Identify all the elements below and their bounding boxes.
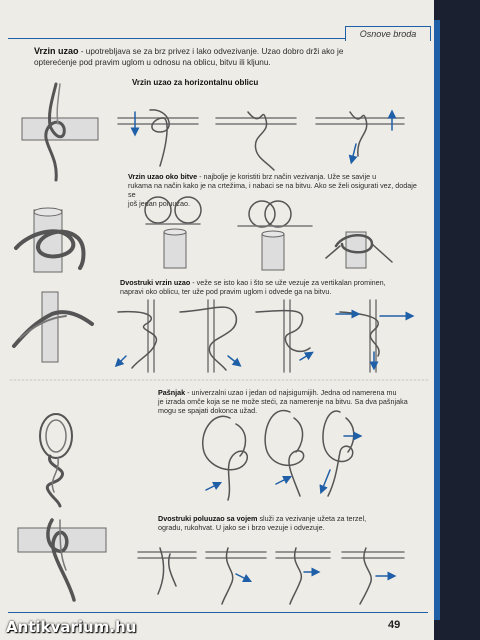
poluuzao-text-1: služi za vezivanje užeta za terzel, bbox=[257, 514, 367, 523]
poluuzao-title: Dvostruki poluuzao sa vojem bbox=[158, 514, 258, 523]
page-number: 49 bbox=[388, 619, 401, 631]
poluuzao-paragraph: Dvostruki poluuzao sa vojem služi za vez… bbox=[158, 514, 420, 532]
bitva-paragraph: Vrzin uzao oko bitve - najbolje je koris… bbox=[128, 172, 418, 208]
bitva-text-3: još jedan poluuzao. bbox=[128, 199, 190, 208]
poluuzao-main-figure bbox=[17, 518, 107, 602]
dvostruki-title: Dvostruki vrzin uzao bbox=[120, 278, 191, 287]
section-header: Osnove broda bbox=[345, 26, 431, 41]
book-page: Osnove broda Vrzin uzao - upotrebljava s… bbox=[0, 0, 434, 640]
bitva-text-2: rukama na način kako je na crtežima, i n… bbox=[128, 181, 417, 199]
pasnjak-text-2: je izrada omče koja se ne može steći, za… bbox=[158, 397, 408, 406]
pasnjak-title: Pašnjak bbox=[158, 388, 186, 397]
bitva-step-figures bbox=[144, 196, 393, 271]
vrzin-caption: Vrzin uzao za horizontalnu oblicu bbox=[132, 78, 259, 87]
knot-illustrations bbox=[9, 82, 429, 605]
vrzin-text-1: - upotrebljava se za brz privez i lako o… bbox=[78, 47, 344, 56]
dvostruki-text-1: - veže se isto kao i što se uže vezuje z… bbox=[190, 278, 386, 287]
pasnjak-main-figure bbox=[39, 413, 73, 508]
spine-edge bbox=[434, 20, 440, 620]
vrzin-paragraph: Vrzin uzao - upotrebljava se za brz priv… bbox=[34, 46, 414, 68]
bitva-main-figure bbox=[14, 207, 86, 273]
dvostruki-paragraph: Dvostruki vrzin uzao - veže se isto kao … bbox=[120, 278, 420, 296]
vrzin-main-figure bbox=[21, 82, 99, 182]
pasnjak-step-figures bbox=[202, 409, 363, 501]
footer-rule bbox=[8, 612, 428, 613]
vrzin-step-figures bbox=[117, 109, 405, 171]
pasnjak-paragraph: Pašnjak - univerzalni uzao i jedan od na… bbox=[158, 388, 420, 415]
pasnjak-text-1: - univerzalni uzao i jedan od najsigurni… bbox=[185, 388, 397, 397]
bitva-text-1: - najbolje je koristiti brz način veziva… bbox=[197, 172, 377, 181]
vrzin-title: Vrzin uzao bbox=[34, 46, 79, 56]
dvostruki-main-figure bbox=[12, 291, 94, 363]
bitva-title: Vrzin uzao oko bitve bbox=[128, 172, 198, 181]
pasnjak-text-3: mogu se spajati dokonca užad. bbox=[158, 406, 258, 415]
dvostruki-text-2: napravi oko oblicu, ter uže pod pravim u… bbox=[120, 287, 332, 296]
poluuzao-step-figures bbox=[137, 547, 405, 605]
header-rule bbox=[8, 38, 428, 39]
poluuzao-text-2: ogradu, rukohvat. U jako se i brzo vezuj… bbox=[158, 523, 325, 532]
vrzin-text-2: opterećenje pod pravim uglom u odnosu na… bbox=[34, 57, 271, 67]
dvostruki-step-figures bbox=[114, 299, 415, 373]
watermark-logo: Antikvarium.hu bbox=[6, 618, 137, 636]
book-spine bbox=[434, 0, 480, 640]
